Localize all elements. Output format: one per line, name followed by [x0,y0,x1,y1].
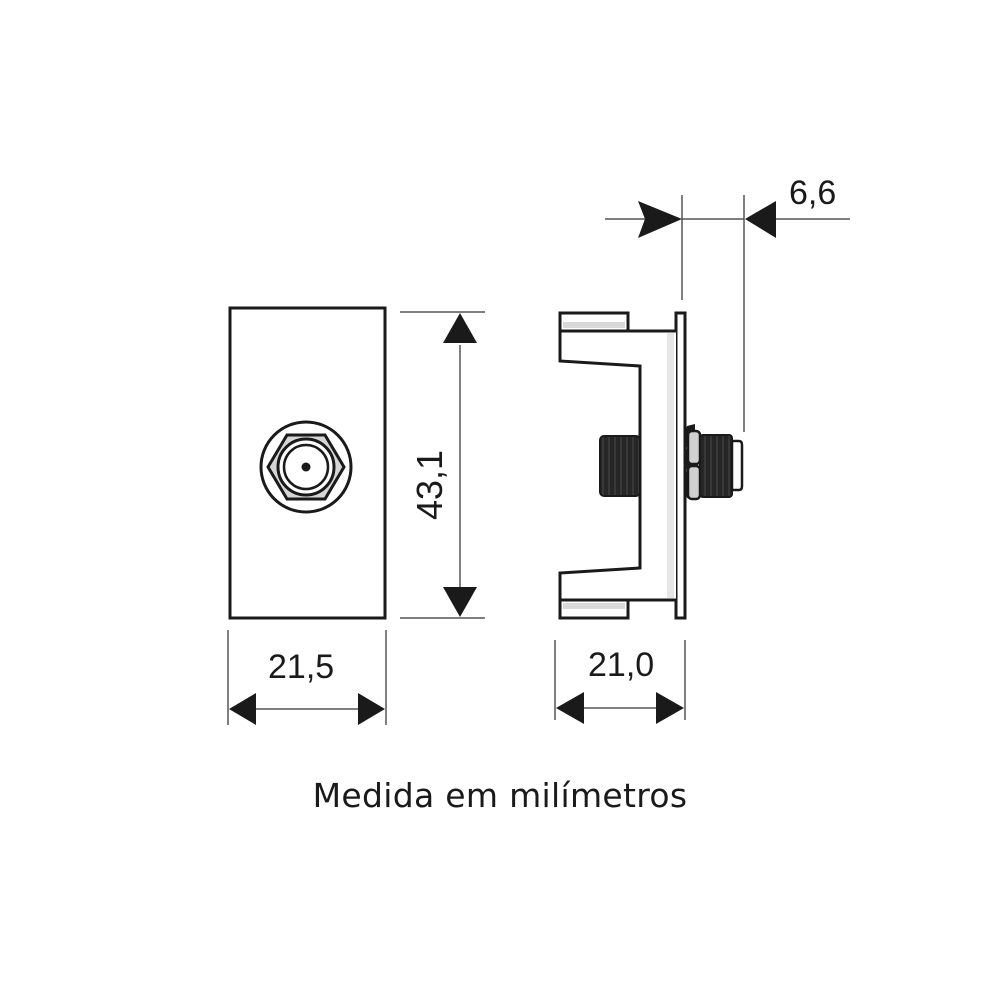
side-faceplate [674,311,687,620]
arrow-left-icon [556,692,584,724]
arrow-left-icon [229,693,256,725]
arrow-down-icon [443,587,477,617]
depth-dimension-label: 21,0 [588,646,655,684]
arrow-left-icon [745,201,776,238]
height-dimension [400,311,485,619]
protrusion-dimension [605,195,850,432]
front-view [228,306,387,620]
width-dimension-label: 21,5 [268,648,335,686]
arrow-right-icon [638,201,682,238]
units-caption: Medida em milímetros [312,776,688,815]
width-dimension-front [227,630,387,725]
protrusion-dimension-label: 6,6 [789,174,837,212]
front-connector-side-icon [685,424,744,501]
arrow-right-icon [358,693,385,725]
side-view [558,311,744,620]
coax-connector-front-icon [259,420,353,514]
arrow-up-icon [443,313,477,343]
arrow-right-icon [656,692,684,724]
rear-thread [599,435,641,497]
depth-dimension-side [554,640,686,724]
height-dimension-label: 43,1 [409,449,450,521]
